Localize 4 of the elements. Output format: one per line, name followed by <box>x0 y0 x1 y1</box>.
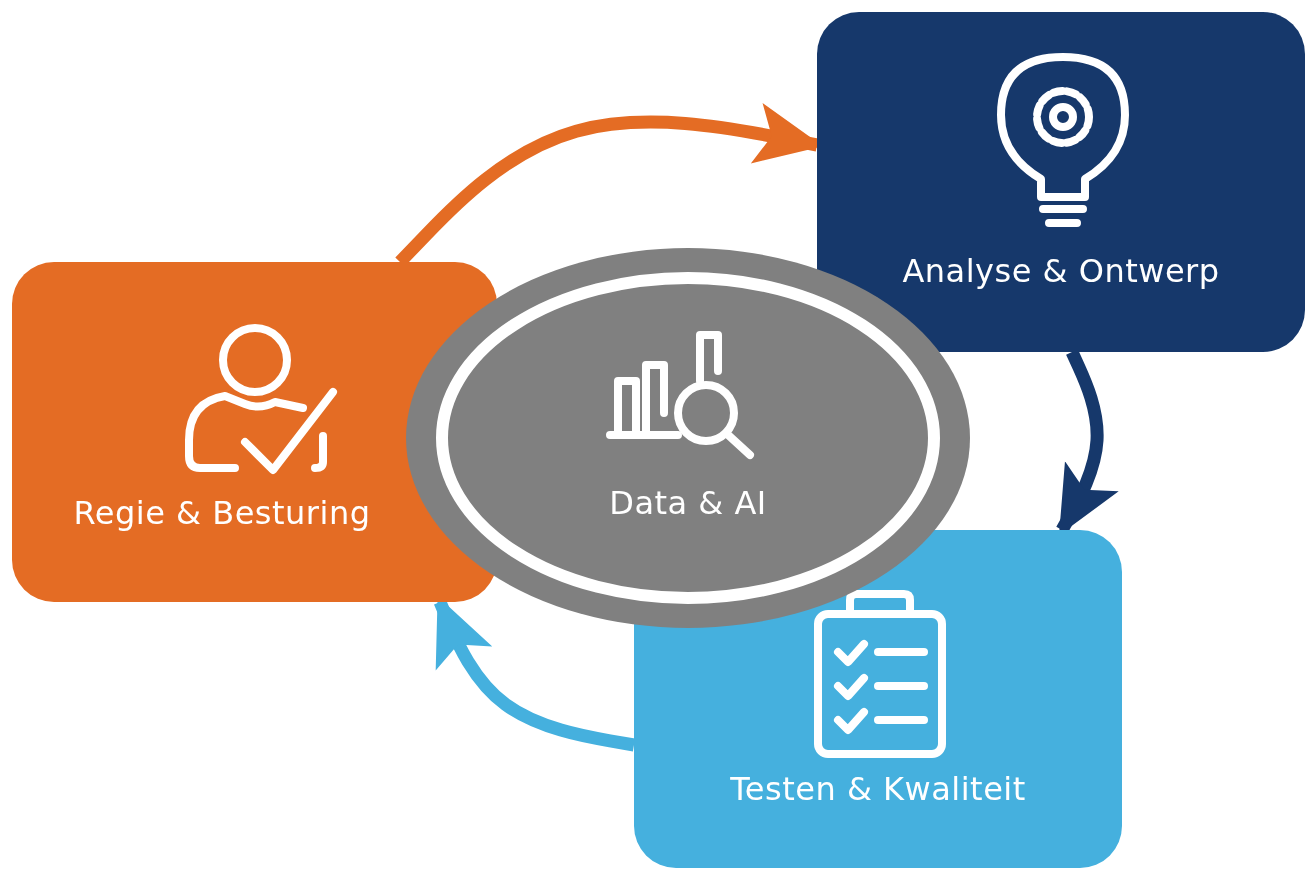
node-label: Data & AI <box>608 484 768 522</box>
node-label: Testen & Kwaliteit <box>729 770 1027 808</box>
node-label: Analyse & Ontwerp <box>901 252 1221 290</box>
node-label: Regie & Besturing <box>72 494 372 532</box>
